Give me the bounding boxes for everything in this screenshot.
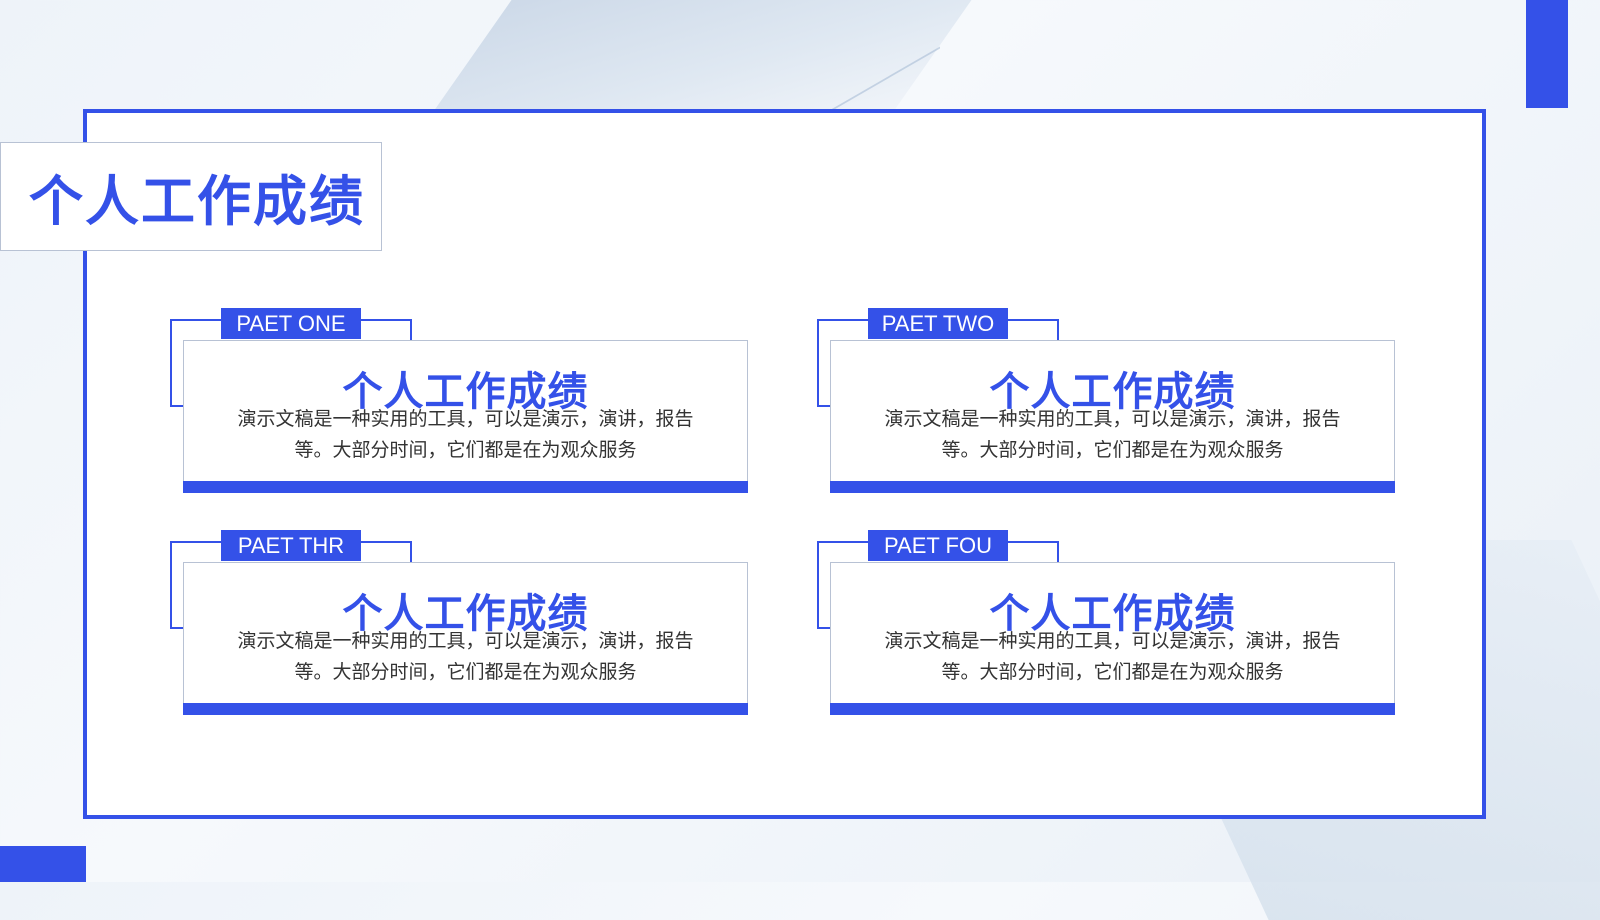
card-bar xyxy=(183,703,748,715)
card-bar xyxy=(183,481,748,493)
card-bar xyxy=(830,703,1395,715)
card-title: 个人工作成绩 xyxy=(989,591,1236,637)
card-box xyxy=(830,340,1395,493)
card-description: 演示文稿是一种实用的工具，可以是演示，演讲，报告等。大部分时间，它们都是在为观众… xyxy=(884,630,1341,683)
card-tag: PAET TWO xyxy=(868,308,1008,339)
accent-block-bottom-left xyxy=(0,846,86,882)
card-part-two[interactable]: PAET TWO 个人工作成绩 演示文稿是一种实用的工具，可以是演示，演讲，报告… xyxy=(817,308,1397,499)
page-title: 个人工作成绩 xyxy=(29,170,365,233)
card-tag: PAET FOU xyxy=(868,530,1008,561)
accent-block-top-right xyxy=(1526,0,1568,108)
card-title: 个人工作成绩 xyxy=(342,591,589,637)
card-description: 演示文稿是一种实用的工具，可以是演示，演讲，报告等。大部分时间，它们都是在为观众… xyxy=(884,408,1341,461)
card-part-four[interactable]: PAET FOU 个人工作成绩 演示文稿是一种实用的工具，可以是演示，演讲，报告… xyxy=(817,530,1397,721)
card-title: 个人工作成绩 xyxy=(989,369,1236,415)
card-box xyxy=(183,340,748,493)
card-part-three[interactable]: PAET THR 个人工作成绩 演示文稿是一种实用的工具，可以是演示，演讲，报告… xyxy=(170,530,750,721)
card-bar xyxy=(830,481,1395,493)
card-tag: PAET ONE xyxy=(221,308,361,339)
page-title-box: 个人工作成绩 xyxy=(0,142,382,251)
card-description: 演示文稿是一种实用的工具，可以是演示，演讲，报告等。大部分时间，它们都是在为观众… xyxy=(237,408,694,461)
card-description: 演示文稿是一种实用的工具，可以是演示，演讲，报告等。大部分时间，它们都是在为观众… xyxy=(237,630,694,683)
card-box xyxy=(183,562,748,715)
card-title: 个人工作成绩 xyxy=(342,369,589,415)
card-tag: PAET THR xyxy=(221,530,361,561)
card-part-one[interactable]: PAET ONE 个人工作成绩 演示文稿是一种实用的工具，可以是演示，演讲，报告… xyxy=(170,308,750,499)
card-box xyxy=(830,562,1395,715)
